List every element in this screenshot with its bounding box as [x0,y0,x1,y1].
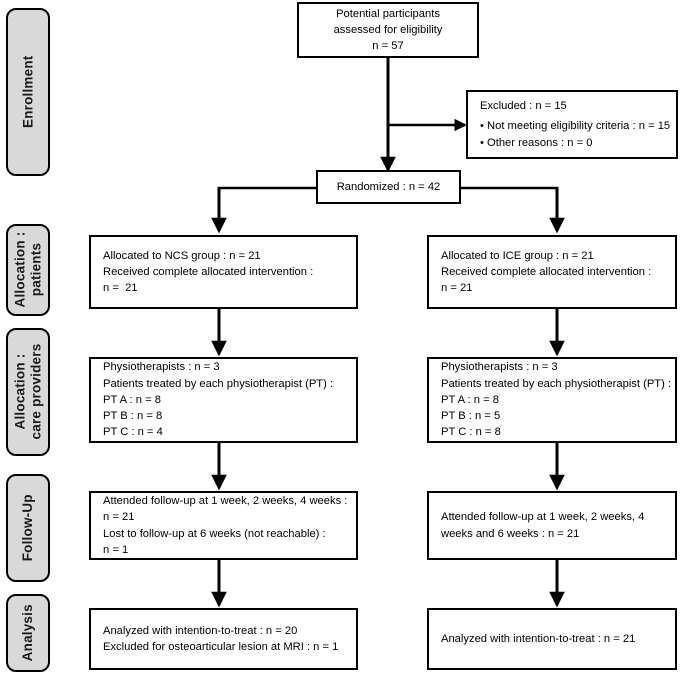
allocated-left-line2: Received complete allocated intervention… [103,265,314,278]
node-analysis-ncs: Analyzed with intention-to-treat : n = 2… [89,608,358,670]
node-assessed-for-eligibility: Potential participants assessed for elig… [297,2,479,58]
stage-label-allocation-patients-line2: patients [28,243,43,297]
followup-left-line3: Lost to follow-up at 6 weeks (not reacha… [103,527,326,540]
node-providers-ice: Physiotherapists : n = 3 Patients treate… [427,357,677,443]
node-followup-ncs: Attended follow-up at 1 week, 2 weeks, 4… [89,491,358,560]
allocated-right-line1: Allocated to ICE group : n = 21 [441,249,594,262]
followup-right-line1: Attended follow-up at 1 week, 2 weeks, 4… [441,511,645,540]
providers-right-line5: PT C : n = 8 [441,426,501,439]
analysis-right-line1: Analyzed with intention-to-treat : n = 2… [441,632,636,645]
providers-right-line1: Physiotherapists : n = 3 [441,361,558,374]
providers-right-line3: PT A : n = 8 [441,393,499,406]
providers-right-line2: Patients treated by each physiotherapist… [441,377,672,390]
providers-left-line5: PT C : n = 4 [103,426,163,439]
node-providers-ncs: Physiotherapists : n = 3 Patients treate… [89,357,358,443]
stage-label-analysis: Analysis [6,594,50,672]
stage-label-enrollment-line1: Enrollment [20,55,36,129]
node-allocated-ice: Allocated to ICE group : n = 21 Received… [427,235,677,309]
followup-left-line4: n = 1 [103,543,129,556]
providers-left-line2: Patients treated by each physiotherapist… [103,377,334,390]
providers-left-line4: PT B : n = 8 [103,410,163,423]
excluded-line1: Excluded : n = 15 [480,100,567,113]
analysis-left-line1: Analyzed with intention-to-treat : n = 2… [103,624,298,637]
allocated-right-line3: n = 21 [441,282,473,295]
node-analysis-ice: Analyzed with intention-to-treat : n = 2… [427,608,677,670]
stage-label-allocation-patients-line1: Allocation : [12,232,28,308]
assessed-line2: assessed for eligibility [333,23,443,36]
stage-label-allocation-care-providers-line2: care providers [28,344,44,440]
stage-label-allocation-care-providers-line1: Allocation : [12,354,28,430]
allocated-right-line2: Received complete allocated intervention… [441,265,652,278]
randomized-line1: Randomized : n = 42 [336,180,441,193]
allocated-left-line1: Allocated to NCS group : n = 21 [103,249,261,262]
stage-label-allocation-care-providers: Allocation : care providers [6,328,50,456]
stage-label-follow-up-line1: Follow-Up [20,494,36,562]
node-allocated-ncs: Allocated to NCS group : n = 21 Received… [89,235,358,309]
followup-left-line1: Attended follow-up at 1 week, 2 weeks, 4… [103,495,348,508]
followup-left-line2: n = 21 [103,511,135,524]
node-randomized: Randomized : n = 42 [316,170,461,204]
excluded-line3: • Other reasons : n = 0 [480,136,593,149]
stage-label-follow-up: Follow-Up [6,474,50,582]
allocated-left-line3: n = 21 [103,282,138,295]
assessed-line1: Potential participants [336,7,440,20]
stage-label-allocation-patients: Allocation : patients [6,224,50,316]
excluded-line2: • Not meeting eligibility criteria : n =… [480,120,671,133]
assessed-line3: n = 57 [372,40,404,53]
stage-label-enrollment: Enrollment [6,8,50,176]
analysis-left-line2: Excluded for osteoarticular lesion at MR… [103,641,339,653]
node-excluded: Excluded : n = 15 • Not meeting eligibil… [466,90,678,159]
node-followup-ice: Attended follow-up at 1 week, 2 weeks, 4… [427,491,677,560]
providers-left-line1: Physiotherapists : n = 3 [103,361,220,374]
stage-label-analysis-line1: Analysis [20,604,36,662]
providers-right-line4: PT B : n = 5 [441,410,501,423]
providers-left-line3: PT A : n = 8 [103,393,161,406]
